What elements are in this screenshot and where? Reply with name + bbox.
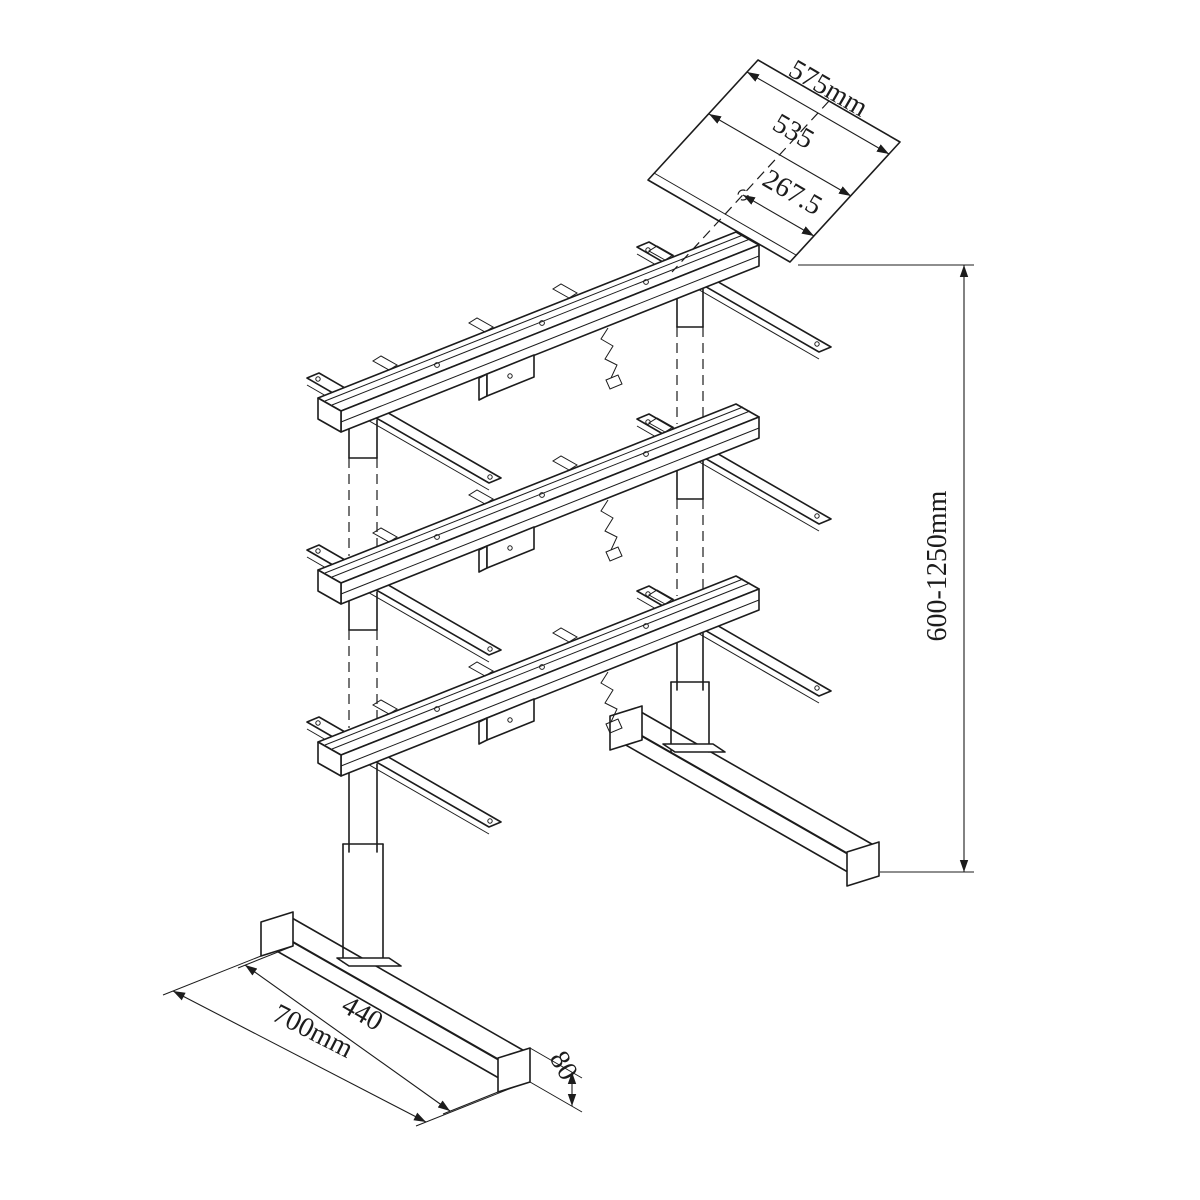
right-leg — [662, 632, 726, 753]
left-leg — [336, 763, 402, 967]
dim-label-80: 80 — [543, 1046, 584, 1086]
frame-assembly-top — [306, 231, 832, 491]
right-foot — [609, 705, 880, 887]
dim-label-height: 600-1250mm — [922, 490, 953, 641]
dim-height-range: 600-1250mm — [798, 264, 974, 873]
frame-assembly-middle — [306, 403, 832, 663]
dim-foot-height: 80 — [529, 1046, 584, 1113]
phantom-column-lines — [348, 327, 704, 728]
left-foot — [260, 911, 531, 1093]
